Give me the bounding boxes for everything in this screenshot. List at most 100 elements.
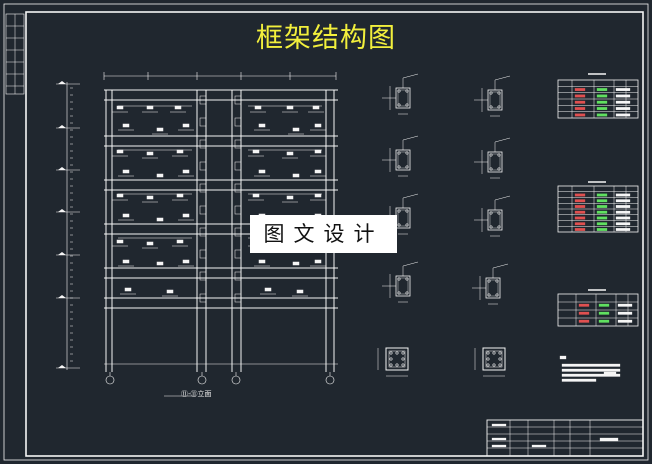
rebar-dot — [495, 293, 499, 297]
table-cell-text — [617, 303, 633, 307]
table-cell-mark — [574, 199, 586, 203]
notes-line — [561, 373, 621, 377]
column-rebar — [486, 351, 490, 355]
rebar-dot — [397, 103, 401, 107]
rebar-mark — [176, 149, 184, 154]
column-rebar — [389, 351, 393, 355]
column-section — [199, 205, 207, 215]
stirrup — [487, 279, 499, 297]
stirrup — [397, 277, 409, 295]
table-cell-mark — [596, 210, 608, 214]
table-cell-text — [615, 228, 631, 231]
notes-line — [561, 368, 621, 372]
detail-leader — [402, 261, 419, 267]
column-section — [234, 117, 242, 127]
table-cell-mark — [596, 100, 608, 104]
table-cell-mark — [574, 94, 586, 98]
rebar-dot — [489, 225, 493, 229]
rebar-dot — [489, 105, 493, 109]
column-rebar — [395, 363, 399, 367]
rebar-mark — [258, 123, 266, 128]
column-section — [199, 249, 207, 259]
rebar-dot — [489, 211, 493, 215]
column-rebar — [498, 351, 502, 355]
rebar-dot — [489, 91, 493, 95]
level-marker-icon — [58, 295, 66, 298]
rebar-dot — [487, 279, 491, 283]
table-cell-text — [617, 319, 633, 323]
column-section — [199, 183, 207, 193]
column-rebar — [498, 357, 502, 361]
rebar-mark — [116, 239, 124, 244]
rebar-dot — [405, 165, 409, 169]
column-section — [234, 205, 242, 215]
rebar-mark — [116, 193, 124, 198]
rebar-mark — [182, 259, 190, 264]
stirrup — [397, 209, 409, 227]
detail-leader — [494, 75, 511, 81]
rebar-dot — [405, 223, 409, 227]
column-rebar — [401, 357, 405, 361]
table-cell-mark — [596, 199, 608, 203]
table-cell-text — [615, 222, 631, 226]
table-cell-mark — [574, 222, 586, 226]
column-section — [199, 95, 207, 105]
table-cell-text — [615, 88, 631, 91]
title-block-text — [491, 423, 507, 427]
table-cell-mark — [596, 193, 608, 197]
rebar-dot — [497, 211, 501, 215]
table-cell-mark — [574, 88, 586, 91]
table-cell-text — [615, 113, 631, 117]
table-cell-mark — [596, 94, 608, 98]
column-section — [234, 161, 242, 171]
rebar-dot — [405, 151, 409, 155]
column-rebar — [498, 363, 502, 367]
column-section — [199, 117, 207, 127]
table-cell-mark — [574, 205, 586, 208]
table-cell-mark — [574, 113, 586, 117]
rebar-mark — [252, 149, 260, 154]
table-cell-text — [615, 107, 631, 110]
rebar-mark — [296, 289, 304, 294]
column-stirrup — [485, 350, 503, 368]
rebar-dot — [497, 91, 501, 95]
rebar-dot — [405, 103, 409, 107]
level-marker-icon — [58, 167, 66, 170]
column-rebar — [492, 351, 496, 355]
column-section — [199, 161, 207, 171]
table-cell-mark — [578, 303, 590, 307]
table-cell-text — [615, 94, 631, 98]
rebar-mark — [122, 259, 130, 264]
title-block-text — [491, 437, 507, 441]
rebar-dot — [497, 167, 501, 171]
rebar-mark — [124, 287, 132, 292]
column-rebar — [486, 363, 490, 367]
column-section — [234, 95, 242, 105]
table-cell-mark — [596, 107, 608, 110]
table-cell-mark — [598, 303, 610, 307]
rebar-mark — [314, 259, 322, 264]
column-rebar — [492, 363, 496, 367]
drawing-title: 框架结构图 — [256, 23, 396, 54]
rebar-mark — [122, 123, 130, 128]
detail-leader — [402, 193, 419, 199]
table-cell-mark — [578, 319, 590, 323]
table-cell-mark — [574, 228, 586, 231]
rebar-dot — [397, 291, 401, 295]
level-marker-icon — [58, 252, 66, 255]
rebar-dot — [405, 89, 409, 93]
rebar-dot — [405, 277, 409, 281]
rebar-mark — [264, 287, 272, 292]
rebar-mark — [146, 241, 154, 246]
rebar-mark — [122, 213, 130, 218]
rebar-mark — [122, 169, 130, 174]
table-cell-mark — [598, 311, 610, 315]
rebar-mark — [156, 261, 164, 266]
rebar-mark — [146, 151, 154, 156]
rebar-dot — [489, 167, 493, 171]
column-section — [234, 227, 242, 237]
rebar-mark — [292, 173, 300, 178]
notes-line — [561, 378, 597, 382]
